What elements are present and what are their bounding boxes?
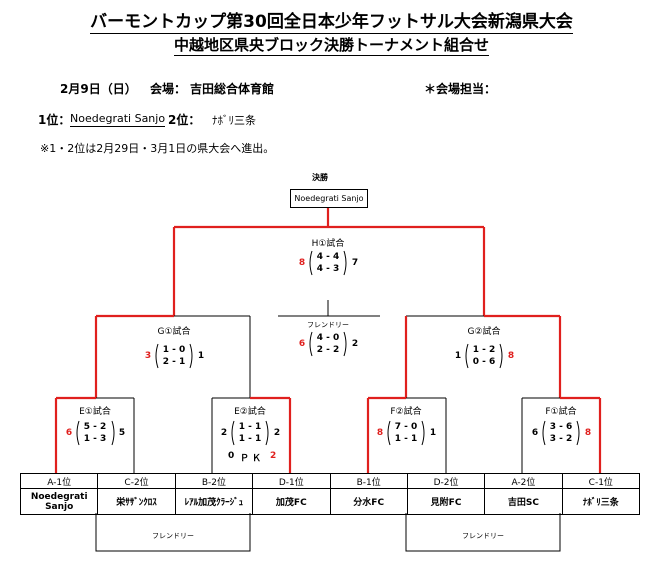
final-right-points: 7 bbox=[351, 258, 359, 268]
seed-row: A-1位 C-2位 B-2位 D-1位 B-1位 D-2位 A-2位 C-1位 bbox=[19, 473, 641, 489]
first-place-team: Noedegrati Sanjo bbox=[70, 112, 166, 127]
venue-name: 吉田総合体育館 bbox=[190, 82, 275, 96]
match-date: 2月9日（日） bbox=[60, 82, 137, 96]
team-cell: 見附FC bbox=[406, 488, 486, 515]
friendly-mid-label: フレンドリー bbox=[307, 321, 349, 329]
friendly-mid-right-points: 2 bbox=[351, 339, 359, 349]
second-place-team: ﾅﾎﾞﾘ三条 bbox=[212, 114, 256, 127]
f2-right-points: 1 bbox=[429, 428, 437, 438]
team-cell: ﾅﾎﾞﾘ三条 bbox=[561, 488, 641, 515]
second-place-label: 2位： bbox=[168, 113, 201, 127]
seed-cell: D-2位 bbox=[406, 473, 486, 489]
first-place-label: 1位： bbox=[38, 113, 71, 127]
friendly-mid-score: 4 - 0 2 - 2 bbox=[313, 332, 343, 356]
f1-score-bottom: 3 - 2 bbox=[549, 434, 573, 444]
f2-left-points: 8 bbox=[376, 428, 384, 438]
qualification-note: ※1・2位は2月29日・3月1日の県大会へ進出。 bbox=[40, 142, 275, 155]
g2-score: 1 - 2 0 - 6 bbox=[469, 344, 499, 368]
f1-left-points: 6 bbox=[531, 428, 539, 438]
g1-right-points: 1 bbox=[197, 351, 205, 361]
venue-manager-label: ＊会場担当： bbox=[424, 82, 497, 96]
f2-score-bottom: 1 - 1 bbox=[394, 434, 418, 444]
seed-cell: B-1位 bbox=[329, 473, 408, 489]
venue-label: 会場： bbox=[150, 82, 187, 96]
g1-left-points: 3 bbox=[144, 351, 152, 361]
e1-score-bottom: 1 - 3 bbox=[83, 434, 107, 444]
e2-score: 1 - 1 1 - 1 bbox=[235, 421, 265, 445]
final-match-label: H①試合 bbox=[311, 239, 345, 249]
e2-left-points: 2 bbox=[220, 428, 228, 438]
final-left-points: 8 bbox=[298, 258, 306, 268]
g2-match-label: G②試合 bbox=[467, 327, 501, 337]
team-cell: 加茂FC bbox=[252, 488, 331, 515]
final-score: 4 - 4 4 - 3 bbox=[313, 251, 343, 275]
seed-cell: A-1位 bbox=[19, 473, 99, 489]
f1-match-label: F①試合 bbox=[545, 407, 577, 417]
friendly-mid-score-bottom: 2 - 2 bbox=[316, 345, 340, 355]
bottom-friendly-left: フレンドリー bbox=[152, 532, 194, 540]
final-score-bottom: 4 - 3 bbox=[316, 264, 340, 274]
g2-right-points: 8 bbox=[507, 351, 515, 361]
e2-score-top: 1 - 1 bbox=[238, 422, 262, 432]
e2-score-bottom: 1 - 1 bbox=[238, 434, 262, 444]
team-cell: 栄ｻｻﾞﾝｸﾛｽ bbox=[97, 488, 176, 515]
final-winner-box: Noedegrati Sanjo bbox=[290, 189, 368, 208]
e1-score-top: 5 - 2 bbox=[83, 422, 107, 432]
page-title: バーモントカップ第30回全日本少年フットサル大会新潟県大会 bbox=[90, 12, 573, 34]
f1-right-points: 8 bbox=[584, 428, 592, 438]
g2-left-points: 1 bbox=[454, 351, 462, 361]
f1-score-top: 3 - 6 bbox=[549, 422, 573, 432]
e1-score: 5 - 2 1 - 3 bbox=[80, 421, 110, 445]
team-cell: 吉田SC bbox=[484, 488, 563, 515]
e2-pk-right: 2 bbox=[270, 451, 277, 461]
seed-cell: D-1位 bbox=[252, 473, 331, 489]
e1-left-points: 6 bbox=[65, 428, 73, 438]
bottom-friendly-right: フレンドリー bbox=[462, 532, 504, 540]
seed-cell: B-2位 bbox=[174, 473, 254, 489]
seed-cell: C-1位 bbox=[561, 473, 641, 489]
team-cell: 分水FC bbox=[329, 488, 408, 515]
team-cell: Noedegrati Sanjo bbox=[19, 488, 99, 515]
g1-match-label: G①試合 bbox=[157, 327, 191, 337]
seed-cell: C-2位 bbox=[97, 473, 176, 489]
final-score-top: 4 - 4 bbox=[316, 252, 340, 262]
f2-match-label: F②試合 bbox=[390, 407, 422, 417]
e1-right-points: 5 bbox=[118, 428, 126, 438]
friendly-mid-left-points: 6 bbox=[298, 339, 306, 349]
e1-match-label: E①試合 bbox=[79, 407, 111, 417]
g1-score-top: 1 - 0 bbox=[162, 345, 186, 355]
team-row: Noedegrati Sanjo 栄ｻｻﾞﾝｸﾛｽ ﾚｱﾙ加茂ｸﾗｰｼﾞｭ 加茂… bbox=[19, 488, 641, 515]
e2-pk-left: 0 bbox=[228, 451, 235, 461]
final-label: 決勝 bbox=[312, 173, 328, 182]
f2-score-top: 7 - 0 bbox=[394, 422, 418, 432]
team-cell: ﾚｱﾙ加茂ｸﾗｰｼﾞｭ bbox=[174, 488, 254, 515]
f1-score: 3 - 6 3 - 2 bbox=[546, 421, 576, 445]
team-table: A-1位 C-2位 B-2位 D-1位 B-1位 D-2位 A-2位 C-1位 … bbox=[19, 473, 641, 515]
f2-score: 7 - 0 1 - 1 bbox=[391, 421, 421, 445]
g2-score-top: 1 - 2 bbox=[472, 345, 496, 355]
g2-score-bottom: 0 - 6 bbox=[472, 357, 496, 367]
seed-cell: A-2位 bbox=[484, 473, 563, 489]
e2-pk-label: ＰＫ bbox=[240, 454, 265, 464]
g1-score-bottom: 2 - 1 bbox=[162, 357, 186, 367]
page-subtitle: 中越地区県央ブロック決勝トーナメント組合せ bbox=[173, 36, 489, 56]
e2-right-points: 2 bbox=[273, 428, 281, 438]
e2-match-label: E②試合 bbox=[234, 407, 266, 417]
g1-score: 1 - 0 2 - 1 bbox=[159, 344, 189, 368]
friendly-mid-score-top: 4 - 0 bbox=[316, 333, 340, 343]
